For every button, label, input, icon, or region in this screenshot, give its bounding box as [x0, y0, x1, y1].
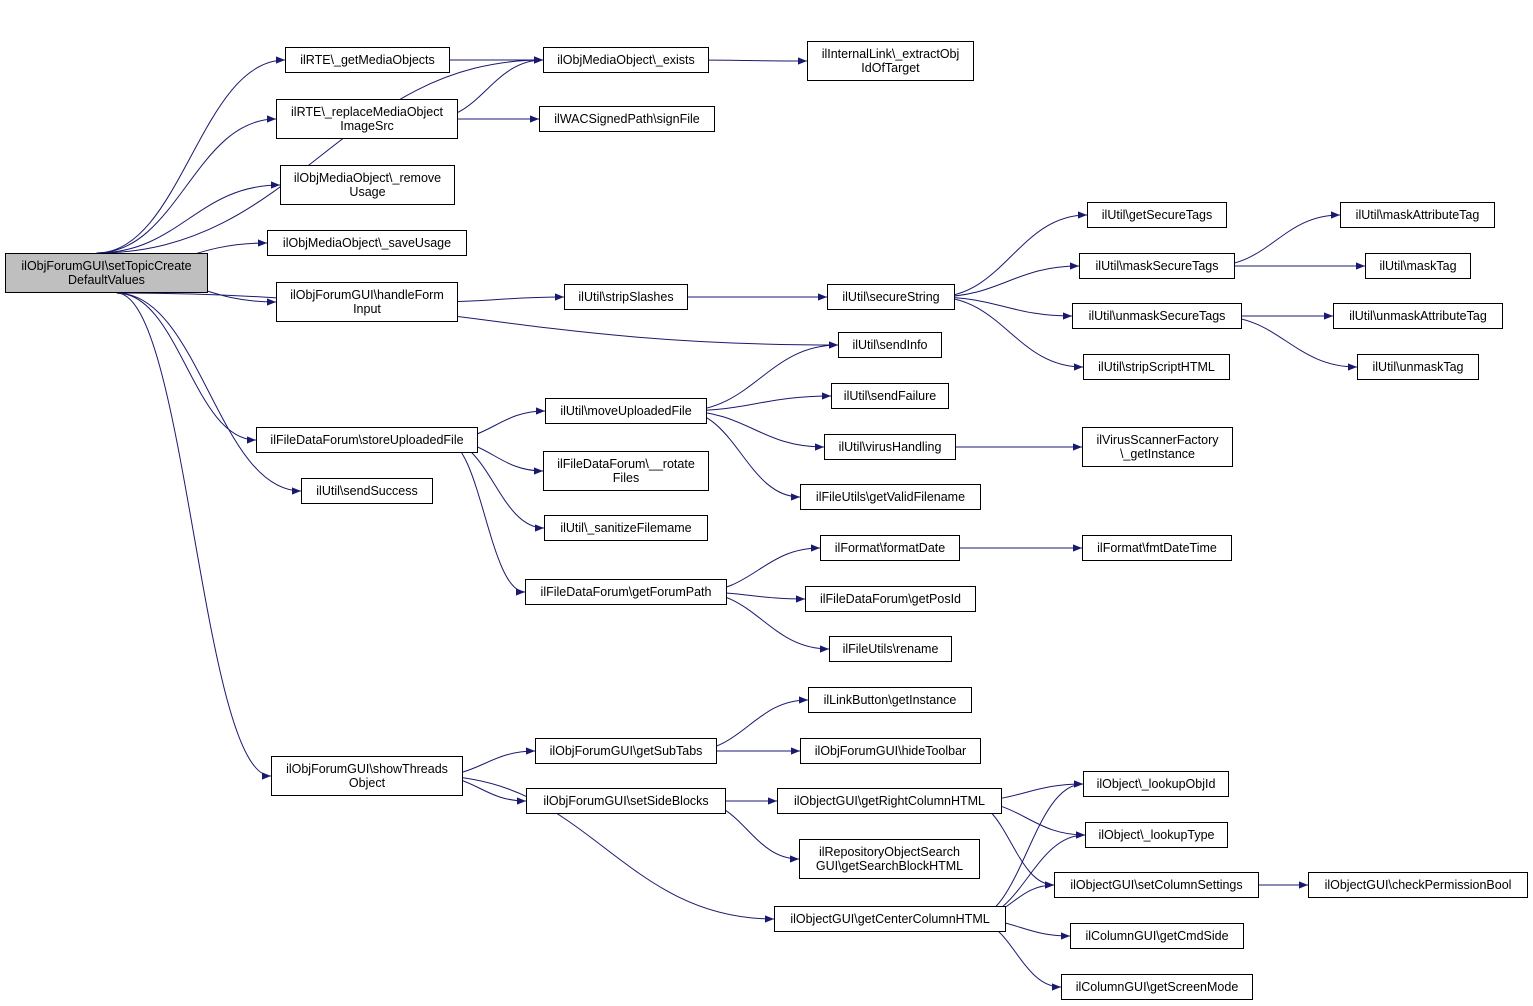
node-linkbutton[interactable]: ilLinkButton\getInstance [808, 687, 972, 713]
edge-securestring-to-masksecuretags [935, 262, 1080, 298]
node-reposearch[interactable]: ilRepositoryObjectSearch GUI\getSearchBl… [799, 839, 980, 879]
node-mob_exists[interactable]: ilObjMediaObject\_exists [543, 47, 709, 73]
node-showthreads[interactable]: ilObjForumGUI\showThreads Object [271, 756, 463, 796]
node-handleform[interactable]: ilObjForumGUI\handleForm Input [276, 282, 458, 322]
node-mob_remove[interactable]: ilObjMediaObject\_remove Usage [280, 165, 455, 205]
node-formatdate[interactable]: ilFormat\formatDate [820, 535, 960, 561]
node-hidetoolbar[interactable]: ilObjForumGUI\hideToolbar [800, 738, 981, 764]
node-getposid[interactable]: ilFileDataForum\getPosId [805, 586, 976, 612]
edge-securestring-to-stripscript [935, 296, 1084, 371]
edge-root-to-rte_replace [96, 115, 277, 254]
node-storeupl[interactable]: ilFileDataForum\storeUploadedFile [256, 427, 478, 453]
node-getscreenmode[interactable]: ilColumnGUI\getScreenMode [1061, 974, 1253, 1000]
node-sendinfo[interactable]: ilUtil\sendInfo [838, 332, 942, 358]
edge-securestring-to-unmasksecuretags [935, 296, 1073, 320]
node-rte_replace[interactable]: ilRTE\_replaceMediaObject ImageSrc [276, 99, 458, 139]
node-setsideblocks[interactable]: ilObjForumGUI\setSideBlocks [526, 788, 726, 814]
node-extract[interactable]: ilInternalLink\_extractObj IdOfTarget [807, 41, 974, 81]
node-unmaskattr[interactable]: ilUtil\unmaskAttributeTag [1333, 303, 1503, 329]
node-getrightcol[interactable]: ilObjectGUI\getRightColumnHTML [777, 788, 1002, 814]
edge-root-to-storeupl [116, 292, 257, 444]
node-fmtdatetime[interactable]: ilFormat\fmtDateTime [1082, 535, 1232, 561]
node-getforumpath[interactable]: ilFileDataForum\getForumPath [525, 579, 727, 605]
node-root[interactable]: ilObjForumGUI\setTopicCreate DefaultValu… [5, 253, 208, 293]
node-rotate[interactable]: ilFileDataForum\__rotate Files [543, 451, 709, 491]
node-lookupobjid[interactable]: ilObject\_lookupObjId [1083, 771, 1229, 797]
edge-showthreads-to-getcentercol [434, 775, 775, 923]
node-setcolsettings[interactable]: ilObjectGUI\setColumnSettings [1054, 872, 1259, 898]
edge-securestring-to-getsecuretags [935, 211, 1088, 298]
node-getsecuretags[interactable]: ilUtil\getSecureTags [1087, 202, 1227, 228]
edge-storeupl-to-sanitize [444, 439, 545, 532]
node-sendfailure[interactable]: ilUtil\sendFailure [831, 383, 949, 409]
node-sanitize[interactable]: ilUtil\_sanitizeFilemame [544, 515, 708, 541]
node-getsubtabs[interactable]: ilObjForumGUI\getSubTabs [535, 738, 717, 764]
node-rename[interactable]: ilFileUtils\rename [829, 636, 952, 662]
edge-root-to-mob_remove [96, 181, 281, 254]
node-getcmdside[interactable]: ilColumnGUI\getCmdSide [1070, 923, 1244, 949]
edge-root-to-sendsuccess [116, 292, 302, 495]
node-maskattr[interactable]: ilUtil\maskAttributeTag [1340, 202, 1495, 228]
node-rte_get[interactable]: ilRTE\_getMediaObjects [285, 47, 450, 73]
node-unmasktag[interactable]: ilUtil\unmaskTag [1357, 354, 1479, 380]
node-masksecuretags[interactable]: ilUtil\maskSecureTags [1079, 253, 1235, 279]
edge-storeupl-to-getforumpath [444, 439, 526, 596]
node-stripscript[interactable]: ilUtil\stripScriptHTML [1083, 354, 1230, 380]
node-lookuptype[interactable]: ilObject\_lookupType [1085, 822, 1228, 848]
edge-root-to-mob_exists [96, 56, 544, 254]
node-unmasksecuretags[interactable]: ilUtil\unmaskSecureTags [1072, 303, 1242, 329]
edge-root-to-sendinfo [116, 292, 839, 349]
node-virushandling[interactable]: ilUtil\virusHandling [824, 434, 956, 460]
node-securestring[interactable]: ilUtil\secureString [827, 284, 955, 310]
node-checkperm[interactable]: ilObjectGUI\checkPermissionBool [1308, 872, 1528, 898]
node-sendsuccess[interactable]: ilUtil\sendSuccess [301, 478, 433, 504]
edge-root-to-rte_get [96, 56, 286, 254]
node-stripslashes[interactable]: ilUtil\stripSlashes [564, 284, 688, 310]
node-moveupl[interactable]: ilUtil\moveUploadedFile [545, 398, 707, 424]
node-masktag[interactable]: ilUtil\maskTag [1365, 253, 1471, 279]
node-wac[interactable]: ilWACSignedPath\signFile [539, 106, 715, 132]
edge-root-to-showthreads [116, 292, 272, 780]
node-virusfactory[interactable]: ilVirusScannerFactory \_getInstance [1082, 427, 1233, 467]
node-mob_save[interactable]: ilObjMediaObject\_saveUsage [267, 230, 467, 256]
node-validfilename[interactable]: ilFileUtils\getValidFilename [800, 484, 981, 510]
node-getcentercol[interactable]: ilObjectGUI\getCenterColumnHTML [774, 906, 1006, 932]
